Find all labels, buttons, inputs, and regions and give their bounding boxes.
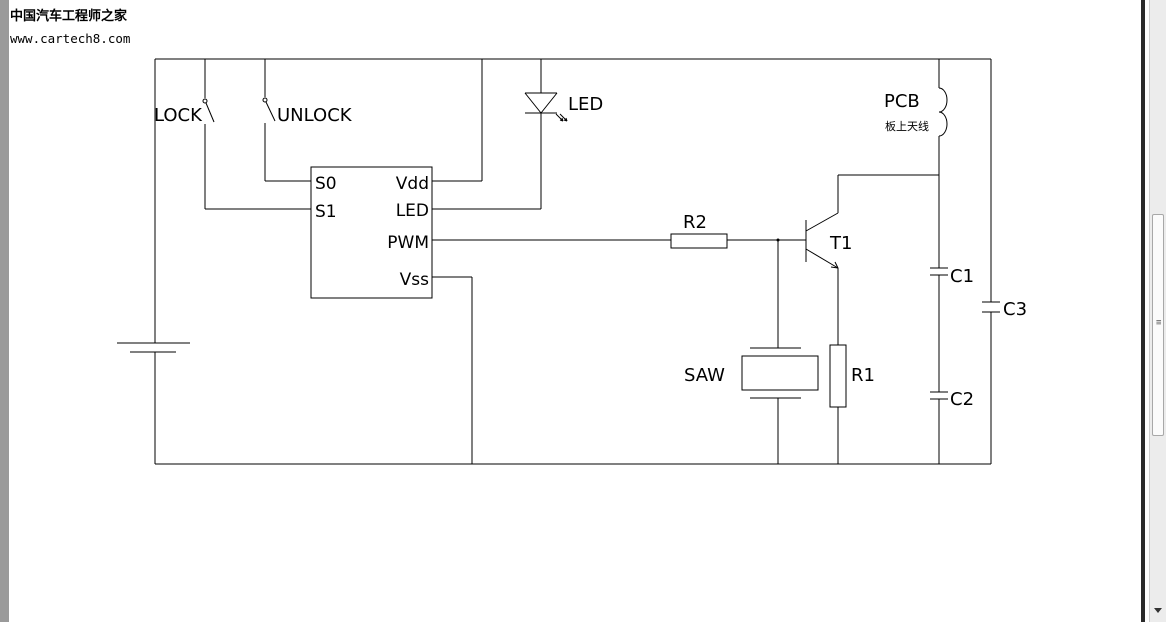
c3-label: C3 [1003, 299, 1027, 320]
transistor-t1 [805, 174, 939, 345]
pcb-antenna-coil [938, 59, 948, 268]
window-left-edge [0, 0, 9, 622]
watermark-url: www.cartech8.com [10, 31, 131, 46]
ic-pin-led: LED [396, 201, 429, 221]
pwm-r2-wire [432, 233, 806, 249]
capacitor-c2 [930, 391, 948, 464]
saw-label: SAW [684, 365, 725, 386]
unlock-label: UNLOCK [277, 105, 353, 126]
ic-pin-vdd: Vdd [396, 174, 429, 194]
lock-label: LOCK [154, 105, 203, 126]
capacitor-c1 [930, 267, 948, 392]
vertical-scrollbar[interactable]: ≡ [1149, 0, 1166, 622]
ic-pin-vss: Vss [400, 270, 429, 290]
scroll-down-arrow-icon[interactable] [1154, 608, 1162, 613]
t1-label: T1 [829, 233, 852, 254]
watermark-title: 中国汽车工程师之家 [10, 9, 128, 24]
c2-label: C2 [950, 389, 974, 410]
ic-chip-body [310, 166, 433, 299]
ic-pin-s1: S1 [315, 202, 337, 222]
scrollbar-thumb[interactable]: ≡ [1152, 214, 1164, 436]
circuit-schematic: S0 S1 Vdd LED PWM Vss LOCK UNLOCK LED PC… [117, 58, 1027, 465]
ic-pin-s0: S0 [315, 174, 337, 194]
c1-label: C1 [950, 266, 974, 287]
led-label: LED [568, 94, 603, 115]
antenna-label: 板上天线 [885, 119, 929, 133]
led-diode [432, 59, 568, 210]
unlock-switch [262, 59, 311, 182]
r1-label: R1 [851, 365, 875, 386]
window-right-border [1141, 0, 1145, 622]
pcb-label: PCB [884, 91, 920, 112]
capacitor-c3 [982, 301, 1000, 313]
battery-symbol [117, 342, 190, 353]
grip-icon: ≡ [1156, 318, 1162, 328]
ic-pin-pwm: PWM [387, 233, 429, 253]
saw-resonator [741, 240, 819, 464]
vss-wire [432, 276, 473, 464]
r2-label: R2 [683, 212, 707, 233]
outer-frame-wire [154, 58, 992, 465]
resistor-r1 [829, 344, 847, 464]
lock-switch [202, 59, 311, 210]
vdd-wire [432, 59, 483, 182]
